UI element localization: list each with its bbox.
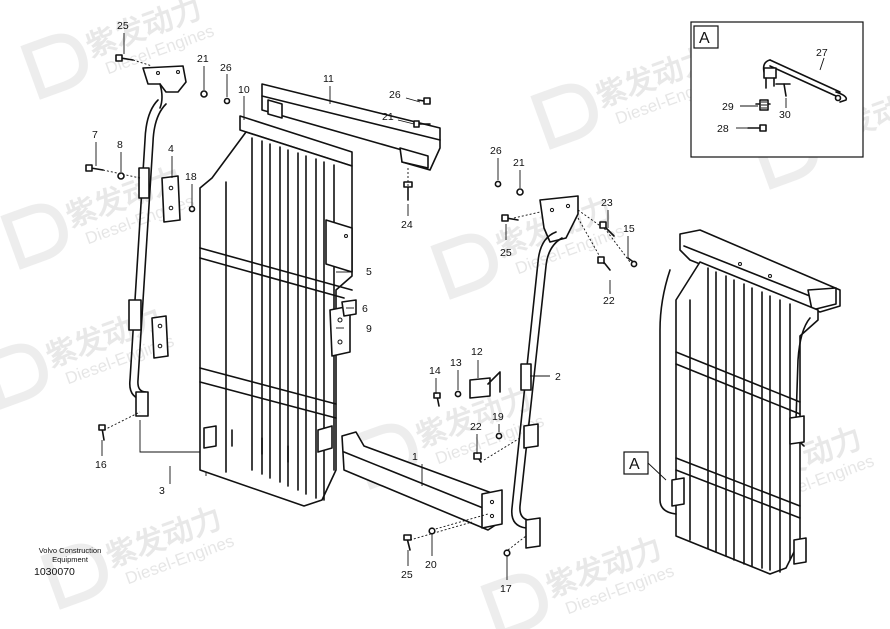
callout-25: 25 bbox=[500, 247, 512, 259]
callout-24: 24 bbox=[401, 219, 413, 231]
callout-27: 27 bbox=[816, 47, 828, 59]
washer-21 bbox=[200, 90, 208, 98]
washer-18 bbox=[188, 205, 196, 213]
leader-lines bbox=[95, 33, 787, 580]
callout-12: 12 bbox=[471, 346, 483, 358]
view-marker-letter: A bbox=[629, 456, 640, 473]
left-handrail bbox=[128, 65, 207, 476]
document-number: 1030070 bbox=[34, 566, 75, 578]
bolt-7 bbox=[90, 167, 104, 171]
callout-29: 29 bbox=[722, 101, 734, 113]
bolt-25 bbox=[120, 57, 134, 61]
callout-21: 21 bbox=[382, 111, 394, 123]
callout-13: 13 bbox=[450, 357, 462, 369]
callout-14: 14 bbox=[429, 365, 441, 377]
assembled-view bbox=[659, 229, 841, 575]
callout-25: 25 bbox=[401, 569, 413, 581]
callout-17: 17 bbox=[500, 583, 512, 595]
callout-26: 26 bbox=[220, 62, 232, 74]
callout-11: 11 bbox=[323, 73, 334, 85]
callout-20: 20 bbox=[425, 559, 437, 571]
callout-3: 3 bbox=[159, 485, 165, 497]
callout-26: 26 bbox=[490, 145, 502, 157]
callout-18: 18 bbox=[185, 171, 197, 183]
callout-23: 23 bbox=[601, 197, 613, 209]
callout-16: 16 bbox=[95, 459, 107, 471]
callout-21: 21 bbox=[513, 157, 525, 169]
callout-9: 9 bbox=[366, 323, 372, 335]
callout-28: 28 bbox=[717, 123, 729, 135]
left-grille bbox=[199, 83, 441, 507]
callout-8: 8 bbox=[117, 139, 123, 151]
detail-a-box: A bbox=[690, 21, 864, 158]
callout-19: 19 bbox=[492, 411, 504, 423]
callout-6: 6 bbox=[362, 303, 368, 315]
callout-2: 2 bbox=[555, 371, 561, 383]
caption-line-1: Volvo Construction bbox=[38, 546, 102, 555]
callout-10: 10 bbox=[238, 84, 250, 96]
bottom-beam bbox=[341, 431, 503, 551]
callout-1: 1 bbox=[412, 451, 418, 463]
detail-box-letter: A bbox=[699, 30, 710, 47]
caption-line-2: Equipment bbox=[52, 555, 88, 564]
callout-5: 5 bbox=[366, 266, 372, 278]
callout-30: 30 bbox=[779, 109, 791, 121]
callout-labels: 25 21 26 10 11 26 21 7 8 4 18 5 6 9 26 2… bbox=[92, 20, 828, 595]
callout-7: 7 bbox=[92, 129, 98, 141]
callout-25: 25 bbox=[117, 20, 129, 32]
callout-4: 4 bbox=[168, 143, 174, 155]
callout-15: 15 bbox=[623, 223, 635, 235]
callout-21: 21 bbox=[197, 53, 209, 65]
callout-22: 22 bbox=[603, 295, 615, 307]
right-fasteners bbox=[433, 180, 638, 557]
view-a-marker: A bbox=[623, 451, 667, 481]
right-handrail bbox=[510, 195, 631, 549]
caption: Volvo Construction Equipment bbox=[30, 546, 110, 564]
callout-26: 26 bbox=[389, 89, 401, 101]
callout-22: 22 bbox=[470, 421, 482, 433]
washer-26 bbox=[223, 97, 231, 105]
left-fasteners bbox=[85, 54, 231, 441]
